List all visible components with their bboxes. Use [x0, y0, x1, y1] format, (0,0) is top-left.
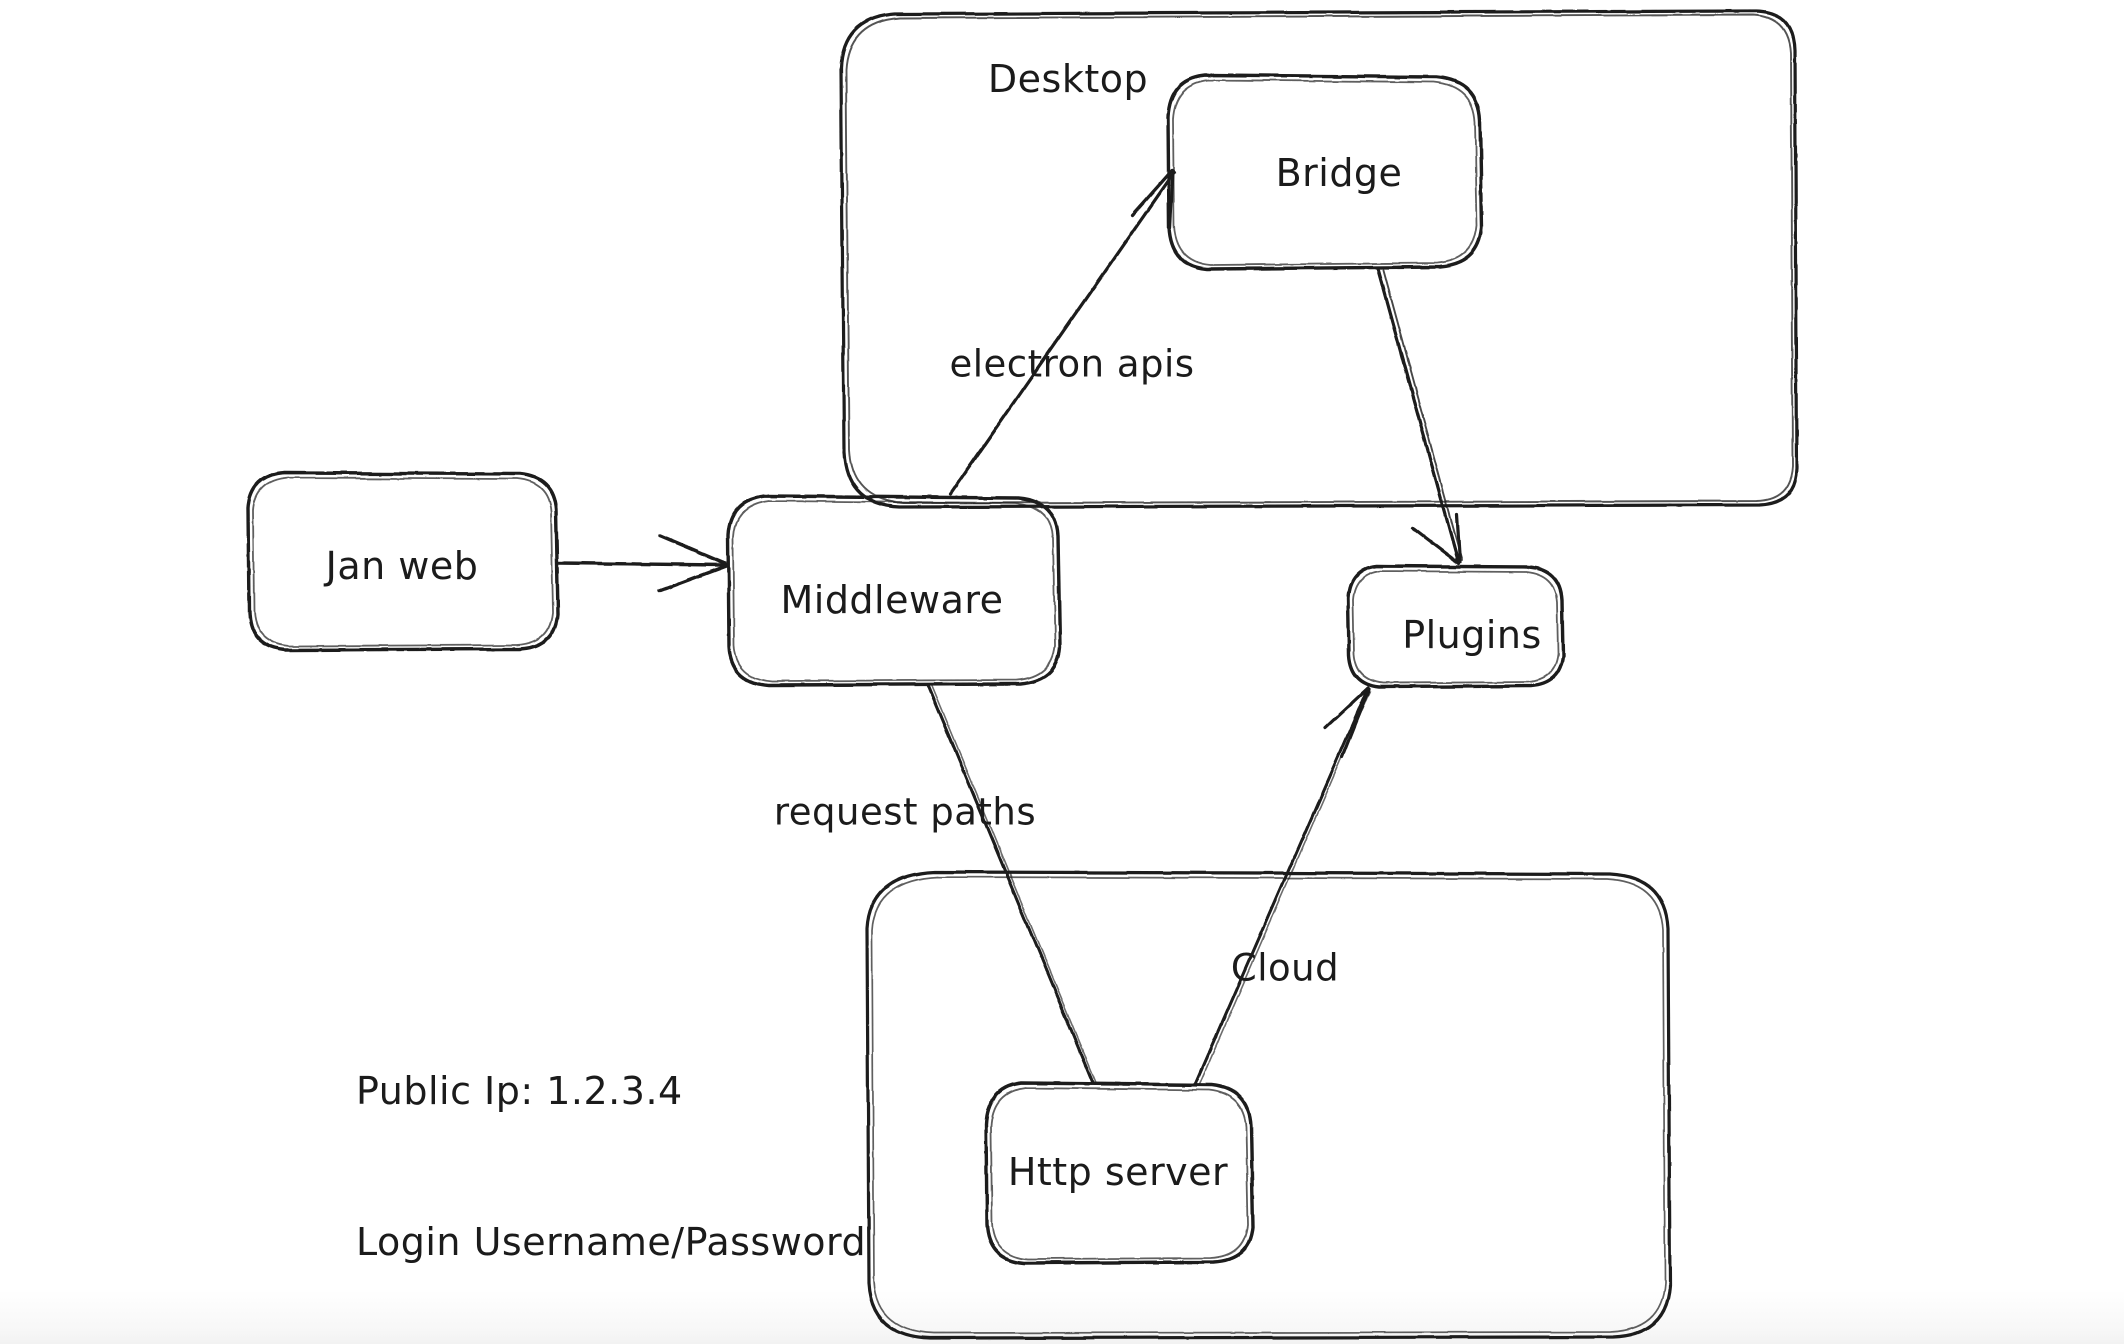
- node-plugins-border: [1346, 564, 1565, 689]
- edge-middleware-to-bridge: [948, 168, 1176, 496]
- node-bridge-border: [1166, 73, 1484, 271]
- group-desktop-border: [839, 9, 1799, 509]
- node-middleware-border: [726, 494, 1062, 687]
- node-http-server-border: [984, 1081, 1255, 1265]
- edge-middleware-to-http-server: [926, 683, 1097, 1085]
- edge-bridge-to-plugins: [1376, 268, 1463, 565]
- group-cloud-border: [865, 870, 1672, 1340]
- edge-http-server-to-plugins: [1194, 686, 1371, 1085]
- edge-janweb-to-middleware: [556, 534, 728, 593]
- node-jan-web-border: [246, 471, 560, 652]
